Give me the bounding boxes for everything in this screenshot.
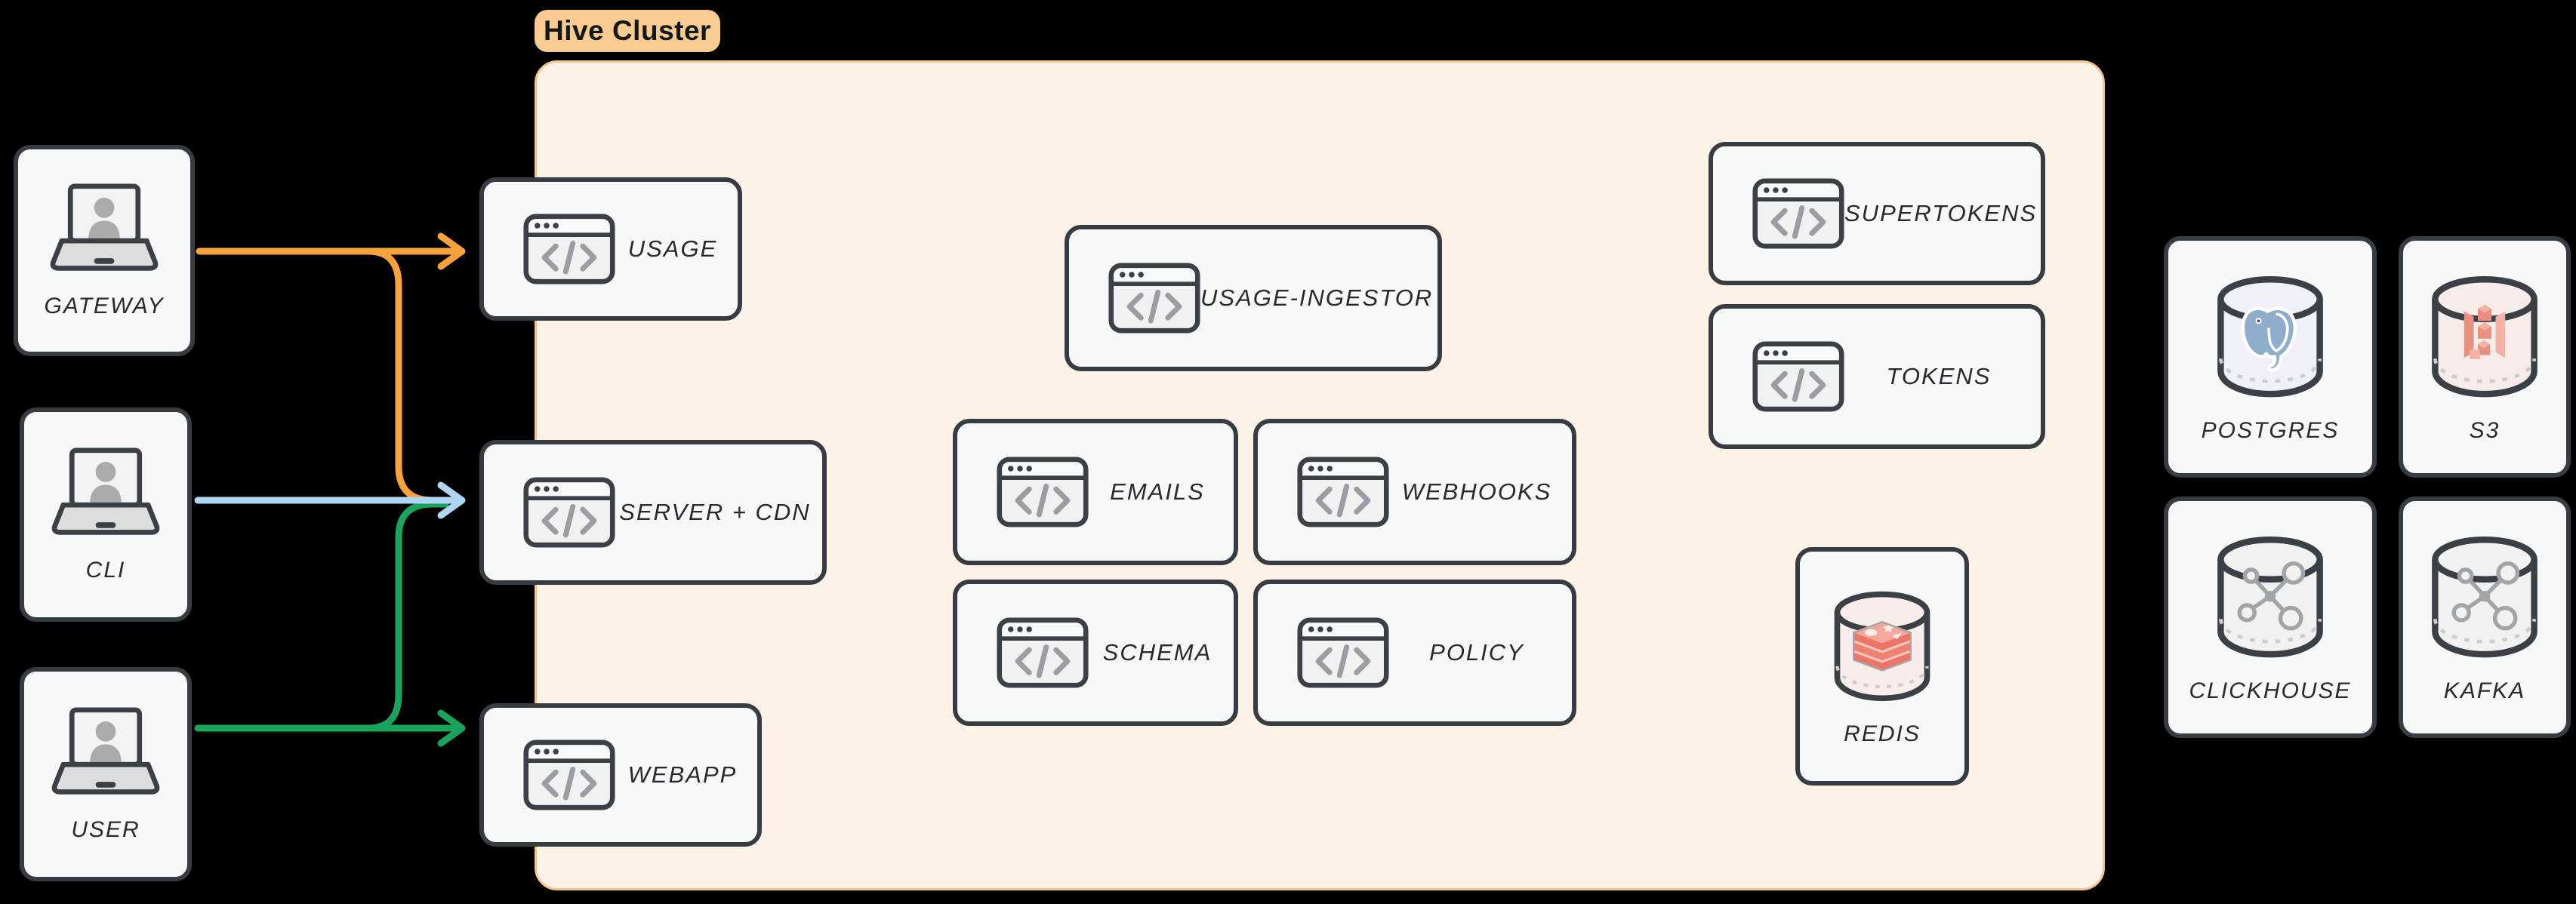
node-label: SCHEMA bbox=[1102, 639, 1213, 666]
node-usage-ingestor: USAGE-INGESTOR bbox=[1065, 225, 1442, 371]
node-label: CLI bbox=[85, 558, 126, 583]
edge-user-webapp bbox=[194, 709, 466, 747]
edge-gateway-server-cdn bbox=[365, 248, 448, 504]
laptop-user-icon bbox=[45, 706, 167, 799]
node-usage: USAGE bbox=[479, 177, 742, 321]
node-label: USER bbox=[71, 817, 140, 842]
node-redis: REDIS bbox=[1795, 547, 1969, 786]
node-s3: S3 bbox=[2399, 236, 2571, 478]
code-window-icon bbox=[997, 457, 1089, 527]
code-window-icon bbox=[523, 214, 615, 284]
node-label: GATEWAY bbox=[44, 294, 165, 318]
node-label: CLICKHOUSE bbox=[2189, 678, 2352, 703]
node-kafka: KAFKA bbox=[2399, 497, 2571, 738]
node-label: WEBHOOKS bbox=[1401, 478, 1552, 505]
code-window-icon bbox=[1752, 178, 1844, 249]
hive-cluster-label: Hive Cluster bbox=[544, 15, 711, 46]
node-policy: POLICY bbox=[1253, 580, 1576, 726]
node-label: POSTGRES bbox=[2201, 418, 2340, 443]
node-server-cdn: SERVER + CDN bbox=[479, 440, 827, 585]
node-emails: EMAILS bbox=[953, 419, 1238, 565]
code-window-icon bbox=[1297, 457, 1389, 527]
node-label: REDIS bbox=[1844, 721, 1921, 746]
node-label: S3 bbox=[2469, 418, 2501, 443]
node-clickhouse: CLICKHOUSE bbox=[2164, 497, 2377, 738]
node-label: TOKENS bbox=[1886, 363, 1992, 389]
node-label: KAFKA bbox=[2443, 678, 2526, 703]
node-label: SERVER + CDN bbox=[619, 499, 811, 525]
code-window-icon bbox=[1297, 617, 1389, 688]
node-label: EMAILS bbox=[1110, 478, 1205, 505]
edge-gateway-usage bbox=[196, 232, 466, 270]
code-window-icon bbox=[523, 739, 615, 810]
code-window-icon bbox=[997, 617, 1089, 688]
clickhouse-database-icon bbox=[2214, 535, 2327, 663]
code-window-icon bbox=[1108, 263, 1200, 334]
hive-cluster-label-pill: Hive Cluster bbox=[535, 10, 720, 52]
edge-user-server-cdn bbox=[365, 500, 449, 732]
node-label: POLICY bbox=[1429, 639, 1524, 666]
laptop-user-icon bbox=[45, 446, 167, 540]
node-label: USAGE-INGESTOR bbox=[1200, 284, 1434, 311]
node-postgres: POSTGRES bbox=[2164, 236, 2377, 478]
node-label: SUPERTOKENS bbox=[1844, 200, 2038, 226]
node-schema: SCHEMA bbox=[953, 580, 1238, 726]
code-window-icon bbox=[1752, 341, 1844, 412]
postgres-database-icon bbox=[2214, 275, 2327, 403]
laptop-user-icon bbox=[43, 182, 165, 275]
kafka-database-icon bbox=[2428, 535, 2541, 663]
redis-database-icon bbox=[1831, 590, 1934, 706]
node-supertokens: SUPERTOKENS bbox=[1709, 142, 2045, 285]
node-label: USAGE bbox=[627, 235, 718, 262]
node-webhooks: WEBHOOKS bbox=[1253, 419, 1576, 565]
edge-cli-server-cdn bbox=[194, 481, 466, 519]
node-tokens: TOKENS bbox=[1709, 304, 2045, 449]
node-webapp: WEBAPP bbox=[479, 703, 762, 847]
node-label: WEBAPP bbox=[627, 761, 738, 788]
s3-database-icon bbox=[2428, 275, 2541, 403]
node-gateway: GATEWAY bbox=[14, 145, 195, 356]
code-window-icon bbox=[523, 477, 615, 548]
node-user: USER bbox=[20, 667, 192, 881]
node-cli: CLI bbox=[20, 407, 192, 622]
